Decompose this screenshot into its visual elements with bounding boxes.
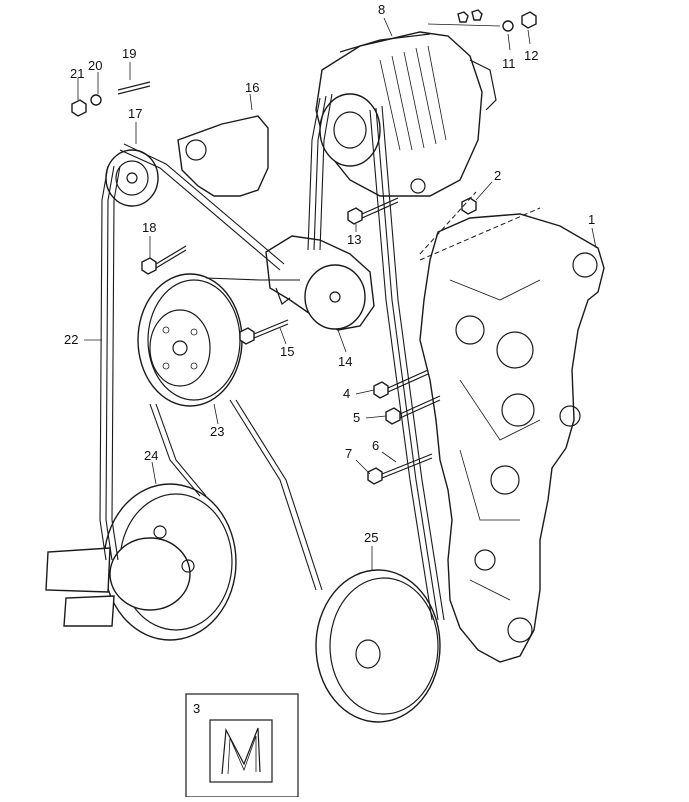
callout-16: 16 xyxy=(245,80,259,95)
callout-1: 1 xyxy=(588,212,595,227)
belt-routing-inset xyxy=(185,693,299,798)
drive-belts xyxy=(99,93,445,621)
idler-pulley xyxy=(105,149,159,207)
callout-5: 5 xyxy=(353,410,360,425)
callout-19: 19 xyxy=(122,46,136,61)
water-pump xyxy=(45,483,237,641)
callout-13: 13 xyxy=(347,232,361,247)
callout-18: 18 xyxy=(142,220,156,235)
alternator xyxy=(315,31,497,197)
callout-15: 15 xyxy=(280,344,294,359)
callout-20: 20 xyxy=(88,58,102,73)
callout-4: 4 xyxy=(343,386,350,401)
callout-17: 17 xyxy=(128,106,142,121)
callout-12: 12 xyxy=(524,48,538,63)
callout-8: 8 xyxy=(378,2,385,17)
callout-labels: 1 2 3 4 5 6 7 8 11 12 13 14 15 16 17 18 … xyxy=(64,2,595,716)
callout-2: 2 xyxy=(494,168,501,183)
callout-3: 3 xyxy=(193,701,200,716)
tensioner xyxy=(265,235,375,331)
hardware xyxy=(71,9,537,485)
leader-lines xyxy=(77,17,597,570)
power-steering-pulley xyxy=(315,569,441,723)
callout-21: 21 xyxy=(70,66,84,81)
callout-6: 6 xyxy=(372,438,379,453)
callout-7: 7 xyxy=(345,446,352,461)
callout-11: 11 xyxy=(502,56,516,71)
mounting-bracket xyxy=(419,213,605,663)
crankshaft-pulley xyxy=(137,273,243,407)
callout-25: 25 xyxy=(364,530,378,545)
callout-23: 23 xyxy=(210,424,224,439)
idler-bracket xyxy=(177,115,269,197)
callout-14: 14 xyxy=(338,354,352,369)
callout-24: 24 xyxy=(144,448,158,463)
callout-22: 22 xyxy=(64,332,78,347)
